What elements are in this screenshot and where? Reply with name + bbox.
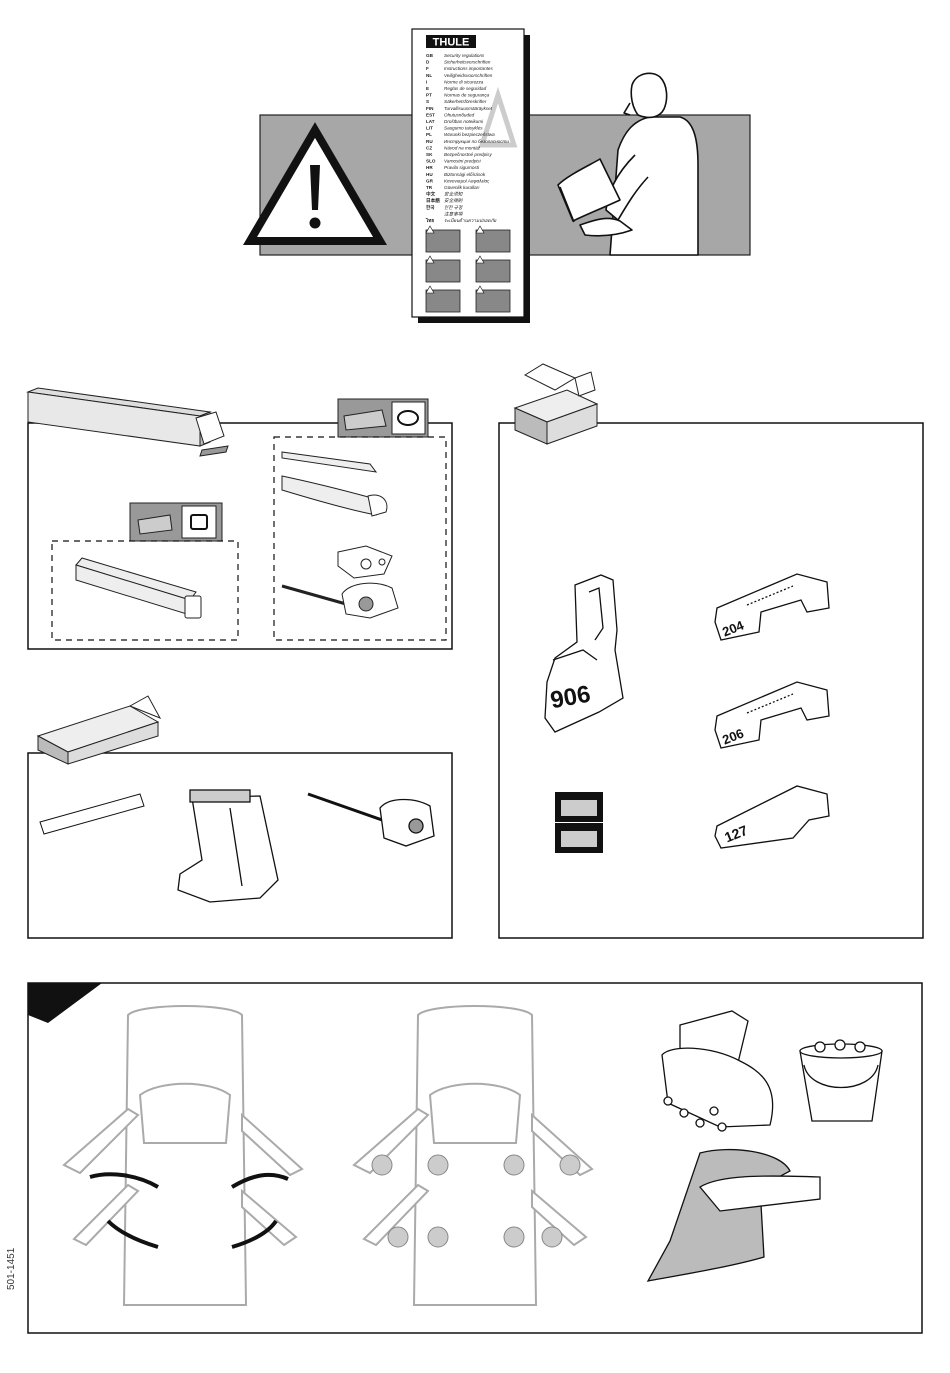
language-title: Ohutusnõuded bbox=[444, 112, 475, 117]
language-code: PT bbox=[426, 93, 432, 98]
language-title: Warunki bezpieczeństwa bbox=[444, 132, 495, 137]
end-cap-icon bbox=[337, 545, 393, 579]
fitting-kit-illustration: 906 204 206 127 bbox=[498, 363, 924, 939]
language-title: Saugumo taisyklės bbox=[444, 126, 483, 131]
language-title: Veiligheidsvoorschriften bbox=[444, 73, 493, 78]
language-title: Návod na montáž bbox=[444, 145, 481, 150]
language-code: S bbox=[426, 99, 429, 104]
language-code: NL bbox=[426, 73, 432, 78]
contact-point-markers bbox=[371, 1154, 581, 1248]
adapter-127 bbox=[714, 785, 830, 849]
preparation-panel bbox=[20, 975, 930, 1345]
language-code: SLO bbox=[426, 159, 436, 164]
adapter-206 bbox=[714, 681, 830, 749]
language-code: D bbox=[426, 60, 430, 65]
language-code: TR bbox=[426, 185, 433, 190]
language-code: F bbox=[426, 66, 429, 71]
booklet-thumbnails bbox=[425, 229, 511, 313]
warning-triangle-icon bbox=[243, 122, 387, 245]
foot-pack-box-icon bbox=[36, 695, 162, 765]
brand-logo-text: THULE bbox=[433, 37, 470, 49]
language-title: Bezpečnostné predpisy bbox=[444, 152, 492, 157]
language-title: Κανονισμοί Ασφαλείας bbox=[444, 178, 490, 183]
document-code: 501-1451 bbox=[6, 1247, 17, 1290]
drying-cloth-icon bbox=[646, 1148, 821, 1282]
language-code: HU bbox=[426, 172, 433, 177]
bar-box-icon bbox=[26, 387, 229, 457]
language-title: 안전 규정 bbox=[444, 205, 463, 210]
person-reading-icon bbox=[557, 72, 699, 256]
language-title: Normas de segurança bbox=[444, 93, 490, 98]
square-bar-icon bbox=[75, 557, 202, 619]
language-title: 安全须知 bbox=[444, 192, 464, 197]
language-code: I bbox=[426, 79, 427, 84]
language-title: Turvallisuusmääräykset bbox=[444, 106, 493, 111]
language-code: GR bbox=[426, 178, 434, 183]
language-title: Instructions importantes bbox=[444, 66, 493, 71]
language-code: 한국 bbox=[426, 204, 435, 211]
language-title: Säkerhetsföreskrifter bbox=[444, 99, 487, 104]
step-corner-marker bbox=[28, 983, 102, 1023]
language-title: Инструкция по безопасности bbox=[444, 139, 509, 144]
measuring-tape-icon bbox=[39, 793, 145, 835]
language-code: 日本語 bbox=[426, 197, 440, 204]
language-title: Biztonsági előírások bbox=[444, 172, 486, 177]
aero-bar-icon bbox=[281, 451, 388, 517]
language-title: Sicherheitsvorschriften bbox=[444, 60, 491, 65]
bars-panel bbox=[20, 360, 460, 660]
adapter-204 bbox=[714, 573, 830, 641]
bracket-icon bbox=[281, 582, 399, 619]
language-code: 中文 bbox=[426, 191, 436, 198]
car-open-doors-icon bbox=[62, 1005, 304, 1306]
language-code: FIN bbox=[426, 106, 434, 111]
language-code: CZ bbox=[426, 145, 432, 150]
language-code: E bbox=[426, 86, 429, 91]
washing-pad-icon bbox=[661, 1010, 774, 1132]
bucket-icon bbox=[799, 1039, 883, 1122]
language-code: SK bbox=[426, 152, 433, 157]
language-code: PL bbox=[426, 132, 432, 137]
preparation-illustration bbox=[27, 982, 923, 1334]
language-code: EST bbox=[426, 112, 435, 117]
language-title: Varnostni predpisi bbox=[444, 159, 482, 164]
language-code: LIT bbox=[426, 126, 433, 131]
language-title: Norme di sicurezza bbox=[444, 79, 484, 84]
thule-logo bbox=[426, 35, 476, 48]
roof-foot-icon bbox=[177, 789, 279, 903]
door-open-arrows-icon bbox=[89, 1172, 289, 1249]
language-code: LAT bbox=[426, 119, 435, 124]
language-code: ไทย bbox=[425, 217, 434, 223]
foot-pack-illustration bbox=[27, 695, 453, 939]
language-title: Security regulations bbox=[444, 53, 485, 58]
bracket-bolt-icon bbox=[307, 792, 435, 847]
foot-pad-906 bbox=[544, 574, 624, 733]
language-code: GB bbox=[426, 53, 434, 58]
foot-pack-panel bbox=[20, 690, 460, 950]
language-title: 安全規則 bbox=[444, 198, 464, 203]
fitting-kit-panel: 906 204 206 127 bbox=[495, 360, 930, 950]
warning-stickers-icon bbox=[555, 792, 603, 853]
bars-panel-illustration bbox=[26, 387, 453, 650]
language-code: HR bbox=[426, 165, 433, 170]
square-bar-profile-icon bbox=[129, 502, 223, 542]
aero-bar-profile-icon bbox=[337, 398, 429, 438]
language-title: Güvenlik kuralları bbox=[444, 185, 480, 190]
language-title: ระเบียบด้านความปลอดภัย bbox=[444, 218, 496, 223]
language-title: Reglas de seguridad bbox=[444, 86, 487, 91]
language-title: 注意事項 bbox=[444, 211, 464, 216]
language-title: Drošības noteikumi bbox=[444, 119, 484, 124]
language-code: RU bbox=[426, 139, 433, 144]
language-title: Pravila sigurnosti bbox=[444, 165, 480, 170]
kit-box-icon bbox=[513, 363, 599, 445]
